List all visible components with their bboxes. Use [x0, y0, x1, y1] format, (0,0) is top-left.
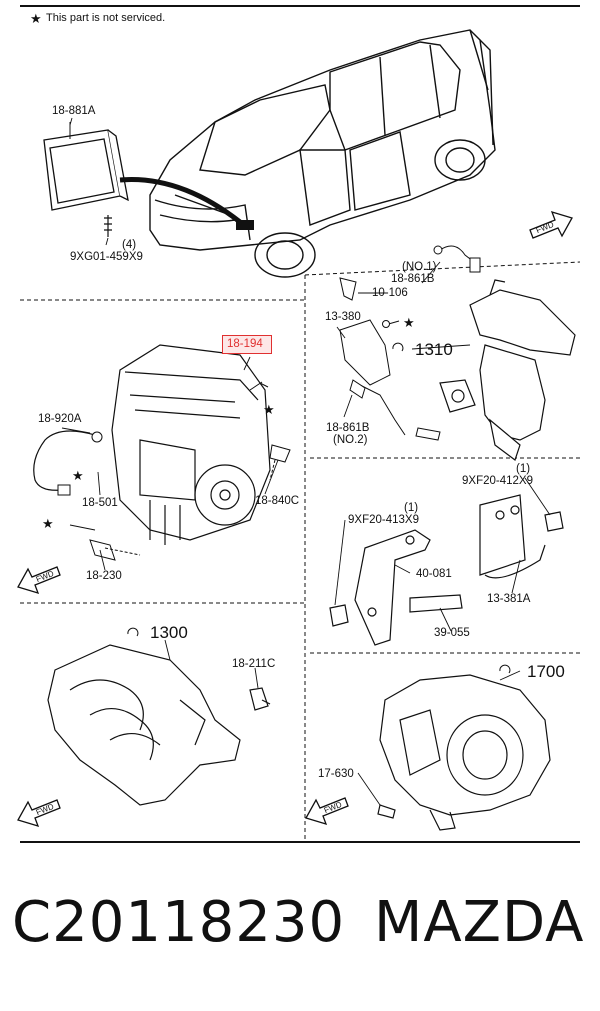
- label-9xf20-413x9[interactable]: 9XF20-413X9: [348, 514, 419, 526]
- brand-caption: MAZDA: [374, 890, 585, 955]
- ecu-module-drawing: [43, 122, 129, 237]
- label-bolt-412-qty: (1): [516, 463, 531, 475]
- engine-drawing: [111, 344, 271, 545]
- vehicle-drawing: [149, 29, 496, 278]
- svg-text:★: ★: [403, 316, 415, 331]
- intake-manifold-drawing: [47, 644, 271, 806]
- label-group-1310[interactable]: 1310: [415, 340, 453, 359]
- label-o2-no2-tag: (NO.2): [333, 434, 368, 446]
- label-group-1300[interactable]: 1300: [150, 623, 188, 642]
- label-ecu-screw-qty: (4): [122, 239, 137, 251]
- label-18-211c[interactable]: 18-211C: [232, 658, 276, 670]
- label-18-861b-no1[interactable]: 18-861B: [391, 273, 435, 285]
- label-10-106[interactable]: 10-106: [372, 287, 408, 299]
- label-18-840c[interactable]: 18-840C: [255, 495, 300, 507]
- label-18-194[interactable]: 18-194: [227, 338, 263, 350]
- label-9xf20-412x9[interactable]: 9XF20-412X9: [462, 475, 533, 487]
- part-number-caption: C20118230: [12, 890, 346, 955]
- svg-text:★: ★: [263, 403, 275, 418]
- label-13-381a[interactable]: 13-381A: [487, 593, 531, 605]
- label-18-230[interactable]: 18-230: [86, 570, 122, 582]
- svg-text:★: ★: [42, 517, 54, 532]
- label-9xg01-459x9[interactable]: 9XG01-459X9: [70, 251, 143, 263]
- label-18-861b-no2[interactable]: 18-861B: [326, 422, 370, 434]
- not-serviced-note: This part is not serviced.: [46, 12, 166, 24]
- label-bolt-413-qty: (1): [404, 502, 419, 514]
- fwd-arrows: [17, 211, 573, 827]
- label-o2-no1-tag: (NO.1): [402, 261, 437, 273]
- label-40-081[interactable]: 40-081: [416, 568, 452, 580]
- label-18-501[interactable]: 18-501: [82, 497, 118, 509]
- label-17-630[interactable]: 17-630: [318, 768, 354, 780]
- bracket-drawings: [329, 494, 564, 646]
- catalytic-converter-drawing: [439, 279, 576, 461]
- label-13-380[interactable]: 13-380: [325, 311, 361, 323]
- label-18-881a[interactable]: 18-881A: [52, 105, 96, 117]
- label-39-055[interactable]: 39-055: [434, 627, 470, 639]
- label-group-1700[interactable]: 1700: [527, 662, 565, 681]
- svg-text:★: ★: [72, 469, 84, 484]
- highlight-box: [222, 335, 272, 354]
- label-18-920a[interactable]: 18-920A: [38, 413, 82, 425]
- transaxle-drawing: [377, 674, 551, 831]
- svg-text:★: ★: [30, 12, 42, 27]
